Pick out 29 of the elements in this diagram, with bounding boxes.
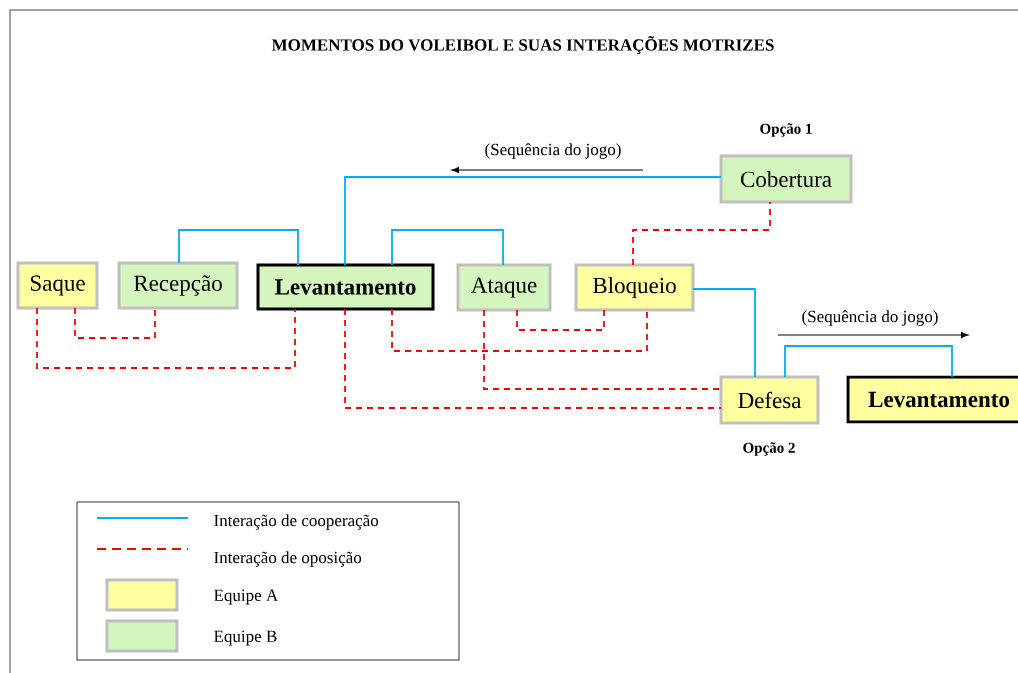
step-box: Bloqueio xyxy=(574,263,695,312)
option-label: Opção 2 xyxy=(743,442,795,456)
connector xyxy=(344,176,722,266)
connector xyxy=(344,308,722,409)
option-label: Opção 1 xyxy=(760,123,812,137)
connector xyxy=(391,229,504,266)
step-box: Levantamento xyxy=(256,263,435,311)
legend-text: Equipe A xyxy=(214,589,279,605)
connector xyxy=(36,307,296,369)
step-box: Ataque xyxy=(456,263,552,312)
step-box: Saque xyxy=(16,261,99,310)
sequence-label: (Sequência do jogo) xyxy=(802,310,938,326)
connector xyxy=(178,229,299,266)
title: MOMENTOS DO VOLEIBOL E SUAS INTERAÇÕES MOTRIZES xyxy=(271,35,774,55)
connector xyxy=(74,307,156,339)
step-box: Recepção xyxy=(117,261,239,310)
connector xyxy=(632,201,771,266)
step-box: Defesa xyxy=(719,375,820,425)
legend-text: Equipe B xyxy=(214,630,277,646)
step-box: Cobertura xyxy=(719,154,853,204)
step-box: Levantamento xyxy=(846,375,1018,424)
connector xyxy=(784,345,953,378)
sequence-label: (Sequência do jogo) xyxy=(485,143,621,159)
legend-text: Interação de oposição xyxy=(214,551,362,567)
connector xyxy=(516,309,605,331)
connector xyxy=(483,309,722,390)
connector xyxy=(692,288,756,378)
connector xyxy=(391,308,648,352)
legend-text: Interação de cooperação xyxy=(214,514,379,530)
